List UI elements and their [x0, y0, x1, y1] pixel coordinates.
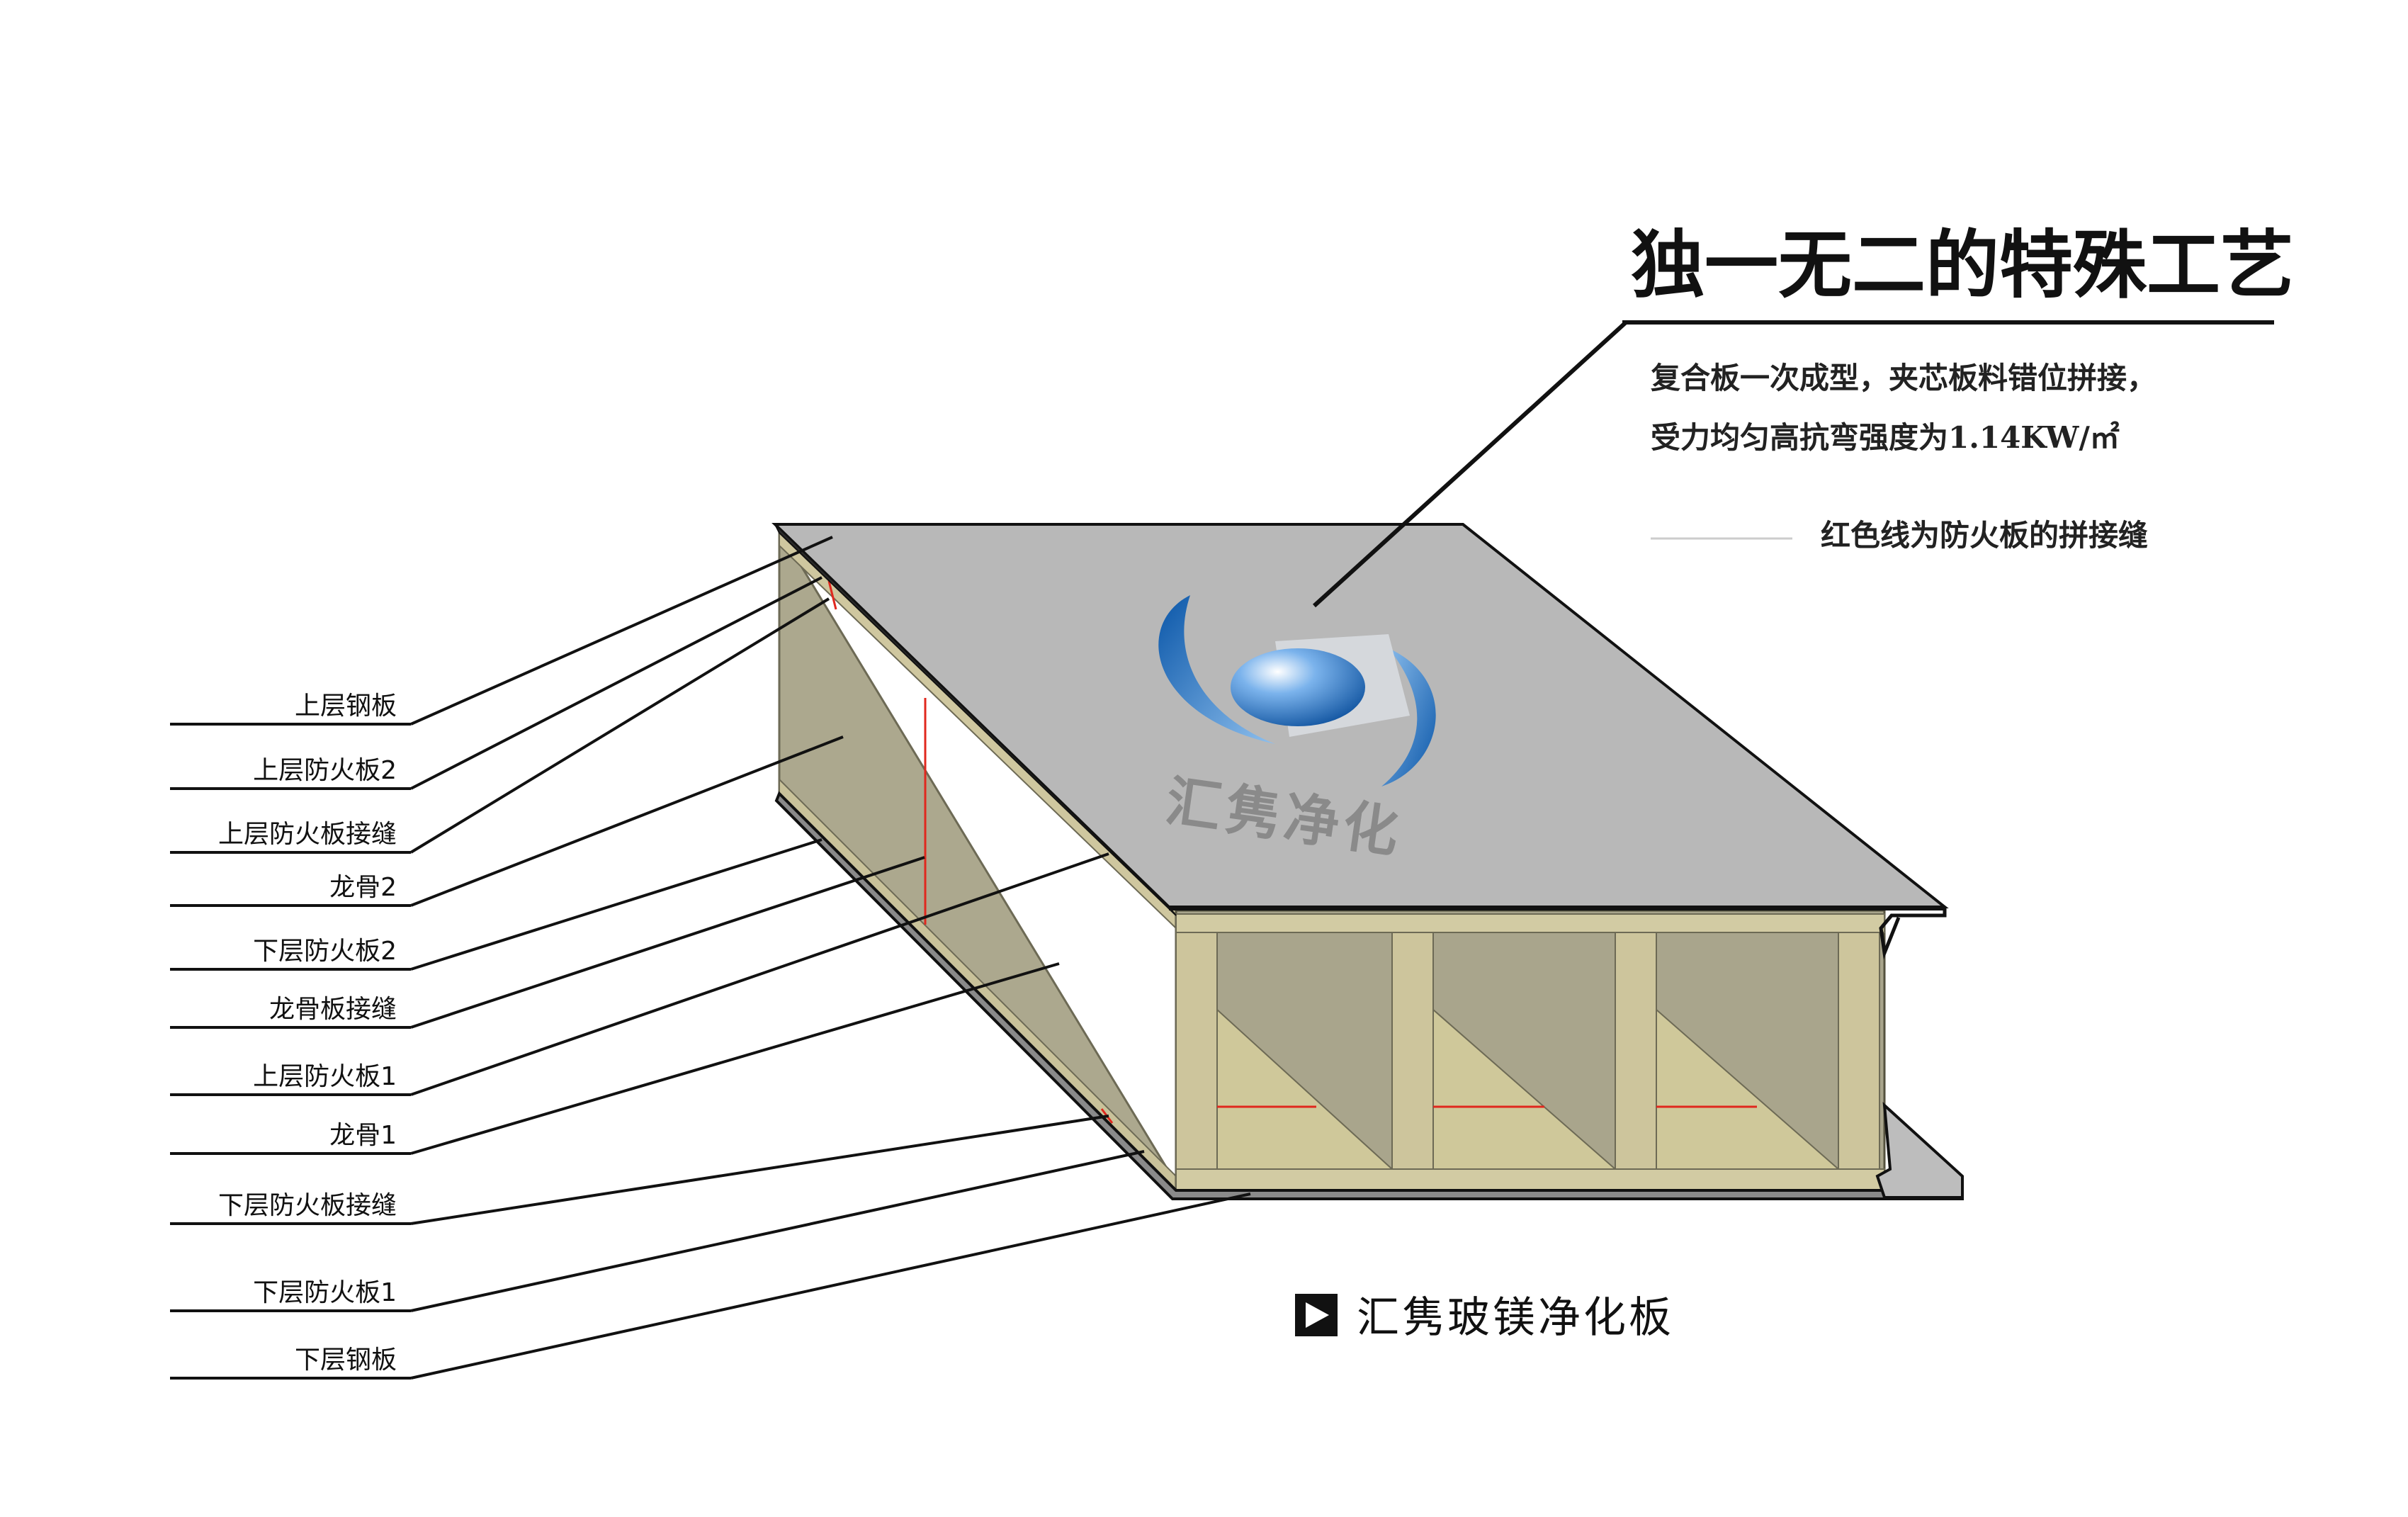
title-leader-line [1312, 320, 1628, 608]
layer-label-1: 上层钢板 [295, 692, 397, 721]
fireboard-seams [827, 580, 1757, 1124]
play-triangle-glyph [1306, 1302, 1329, 1328]
layer-label-11: 下层钢板 [295, 1346, 397, 1375]
core-cells [1216, 1008, 1841, 1170]
layer-label-7: 上层防火板1 [253, 1062, 397, 1091]
front-top-band [1175, 913, 1885, 933]
product-label-group: 汇隽玻镁净化板 [1295, 1293, 1674, 1343]
leader-line-7 [410, 852, 1109, 1096]
leader-line-10 [410, 1150, 1145, 1312]
keel-columns [1175, 932, 1880, 1170]
top-plate-edge [774, 524, 1177, 916]
leader-line-5 [410, 838, 823, 971]
page-title: 独一无二的特殊工艺 [1631, 221, 2294, 308]
leader-line-11 [410, 1192, 1251, 1380]
layer-label-2: 上层防火板2 [253, 756, 397, 785]
brand-swirl-icon [1158, 595, 1436, 786]
product-label: 汇隽玻镁净化板 [1357, 1293, 1674, 1343]
top-flange [1879, 907, 1947, 960]
layer-label-4: 龙骨2 [329, 873, 397, 902]
layer-label-8: 龙骨1 [329, 1121, 397, 1150]
leader-line-6 [410, 856, 925, 1029]
leader-line-9 [410, 1115, 1109, 1225]
layer-label-5: 下层防火板2 [253, 937, 397, 966]
bottom-flange [1875, 1102, 1964, 1199]
description-line-1: 复合板一次成型，夹芯板料错位拼接， [1651, 361, 2157, 395]
legend-note: 红色线为防火板的拼接缝 [1821, 518, 2148, 553]
leader-line-2 [410, 576, 823, 790]
layer-label-3: 上层防火板接缝 [218, 820, 397, 849]
layer-label-10: 下层防火板1 [253, 1278, 397, 1307]
layer-label-6: 龙骨板接缝 [269, 995, 397, 1024]
leader-line-4 [410, 735, 844, 907]
front-bottom-band [1175, 1168, 1885, 1191]
description-line-2: 受力均匀高抗弯强度为1.14KW/㎡ [1651, 420, 2120, 455]
layer-label-9: 下层防火板接缝 [218, 1191, 397, 1220]
leader-line-8 [410, 962, 1060, 1155]
leader-line-3 [409, 597, 830, 854]
leader-line-1 [410, 536, 833, 726]
